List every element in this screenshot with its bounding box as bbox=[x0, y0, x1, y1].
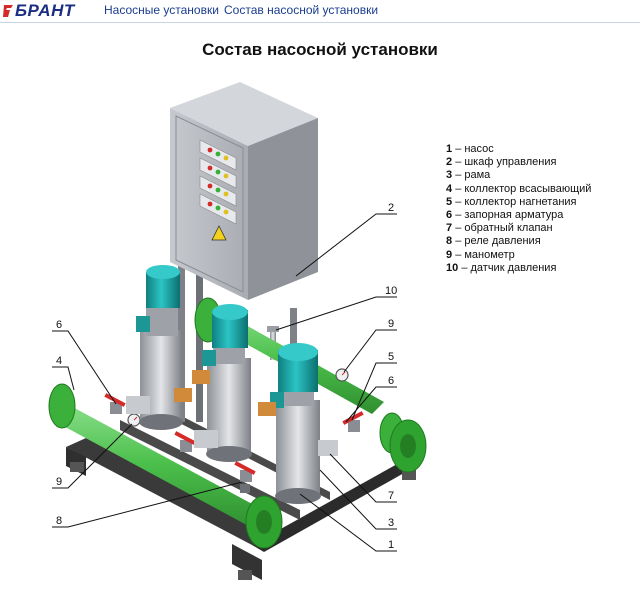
pump-middle bbox=[192, 304, 252, 462]
legend-item: 10 – датчик давления bbox=[446, 261, 557, 274]
header-divider bbox=[0, 22, 640, 23]
callout-label: 9 bbox=[56, 476, 62, 488]
pump-right bbox=[258, 343, 338, 504]
header-bar: БРАНТ Насосные установки Состав насосной… bbox=[0, 0, 640, 22]
callout-label: 5 bbox=[388, 351, 394, 363]
control-cabinet bbox=[170, 82, 318, 300]
shutoff-valves bbox=[104, 393, 364, 482]
legend-item: 2 – шкаф управления bbox=[446, 156, 557, 169]
brand-logo-icon bbox=[3, 5, 13, 17]
nav-link-pump-unit-composition[interactable]: Состав насосной установки bbox=[224, 3, 379, 17]
callout-label: 9 bbox=[388, 318, 394, 330]
brand-logo-text: БРАНТ bbox=[15, 1, 75, 20]
pressure-switch bbox=[240, 484, 250, 493]
pump-left bbox=[126, 265, 192, 430]
callout-label: 3 bbox=[388, 517, 394, 529]
legend-item: 9 – манометр bbox=[446, 248, 515, 261]
legend-item: 7 – обратный клапан bbox=[446, 222, 553, 235]
callout-label: 7 bbox=[388, 490, 394, 502]
nav-link-pump-units[interactable]: Насосные установки bbox=[104, 3, 219, 17]
legend-item: 3 – рама bbox=[446, 169, 491, 182]
control-panel-indicators bbox=[199, 139, 237, 225]
callout-label: 2 bbox=[388, 202, 394, 214]
callout-label: 1 bbox=[388, 539, 394, 551]
callout-label: 8 bbox=[56, 515, 62, 527]
frame-foot bbox=[238, 570, 252, 580]
frame-foot bbox=[70, 462, 84, 472]
callout-label: 6 bbox=[56, 319, 62, 331]
callout-leaders bbox=[52, 213, 397, 552]
suction-collector bbox=[48, 383, 283, 549]
frame-foot bbox=[402, 470, 416, 480]
page-title: Состав насосной установки bbox=[202, 40, 438, 59]
legend-item: 1 – насос bbox=[446, 143, 494, 155]
callout-labels: 6 4 9 8 2 10 9 5 6 7 3 1 bbox=[56, 202, 397, 551]
legend-item: 8 – реле давления bbox=[446, 235, 541, 248]
brand-logo[interactable]: БРАНТ bbox=[0, 0, 75, 22]
component-legend: 1 – насос 2 – шкаф управления 3 – рама 4… bbox=[446, 143, 591, 275]
base-frame bbox=[66, 405, 420, 580]
legend-item: 4 – коллектор всасывающий bbox=[446, 182, 592, 195]
legend-item: 5 – коллектор нагнетания bbox=[446, 195, 577, 208]
warning-sign-icon bbox=[211, 225, 227, 241]
legend-item: 6 – запорная арматура bbox=[446, 208, 564, 221]
callout-label: 10 bbox=[385, 285, 397, 297]
callout-label: 4 bbox=[56, 355, 62, 367]
callout-label: 6 bbox=[388, 375, 394, 387]
